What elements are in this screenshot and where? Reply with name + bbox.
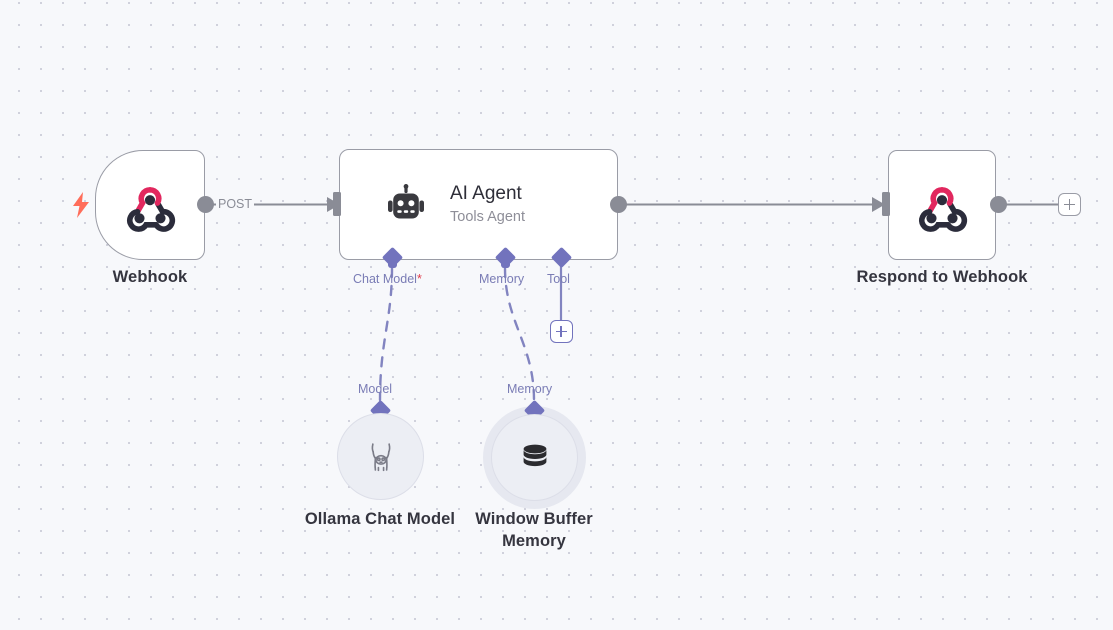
agent-subport-chat-model-cap: [387, 262, 397, 268]
webhook-icon: [913, 176, 971, 234]
node-label-window-buffer-memory: Window Buffer Memory: [475, 510, 593, 550]
llama-icon: [360, 436, 402, 478]
node-respond-to-webhook[interactable]: [888, 150, 996, 260]
agent-subport-memory-cap: [500, 262, 510, 268]
database-icon: [516, 439, 554, 477]
add-tool-button[interactable]: [549, 320, 573, 343]
agent-subport-label-chat-model: Chat Model*: [353, 272, 422, 286]
agent-subtitle: Tools Agent: [450, 209, 525, 225]
add-next-node-button[interactable]: [1058, 193, 1081, 216]
required-marker: *: [416, 272, 422, 286]
node-ollama-chat-model[interactable]: [337, 413, 424, 500]
node-ai-agent[interactable]: AI Agent Tools Agent: [339, 149, 618, 260]
connection-agent-to-respond[interactable]: [618, 197, 885, 212]
connection-memory[interactable]: [503, 266, 536, 402]
connection-label-post: POST: [216, 197, 255, 212]
agent-subport-label-memory: Memory: [479, 272, 525, 286]
plus-icon: [1064, 199, 1075, 210]
agent-input-port[interactable]: [333, 192, 341, 216]
subnode-port-label-memory: Memory: [507, 382, 553, 396]
respond-input-port[interactable]: [882, 192, 890, 216]
node-label-ollama-chat-model: Ollama Chat Model: [304, 510, 456, 528]
agent-subport-label-tool: Tool: [547, 272, 570, 286]
node-window-buffer-memory[interactable]: [491, 414, 578, 501]
node-label-respond-to-webhook: Respond to Webhook: [856, 268, 1028, 286]
agent-title: AI Agent: [450, 183, 522, 204]
trigger-bolt-icon: [72, 192, 90, 218]
plus-icon: [555, 326, 567, 337]
node-label-webhook: Webhook: [112, 268, 188, 286]
connection-chat-model[interactable]: [378, 266, 394, 402]
robot-icon: [384, 183, 428, 227]
subnode-port-label-model: Model: [358, 382, 393, 396]
respond-output-port[interactable]: [990, 196, 1007, 213]
agent-output-port[interactable]: [610, 196, 627, 213]
webhook-icon: [121, 176, 179, 234]
webhook-output-port[interactable]: [197, 196, 214, 213]
node-webhook[interactable]: [95, 150, 205, 260]
